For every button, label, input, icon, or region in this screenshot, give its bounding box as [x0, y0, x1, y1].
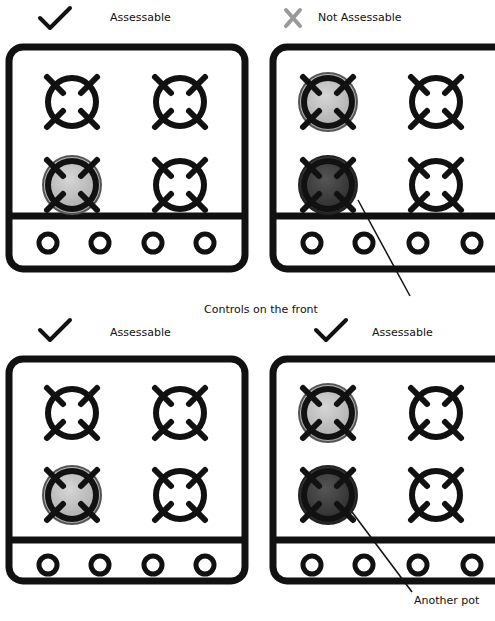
verdict-label: Assessable	[108, 11, 173, 25]
callout-label: Another pot	[412, 594, 481, 608]
verdict-label: Assessable	[370, 326, 435, 340]
verdict-label: Not Assessable	[316, 11, 404, 25]
verdict-label: Assessable	[108, 326, 173, 340]
callout-label: Controls on the front	[202, 303, 320, 317]
